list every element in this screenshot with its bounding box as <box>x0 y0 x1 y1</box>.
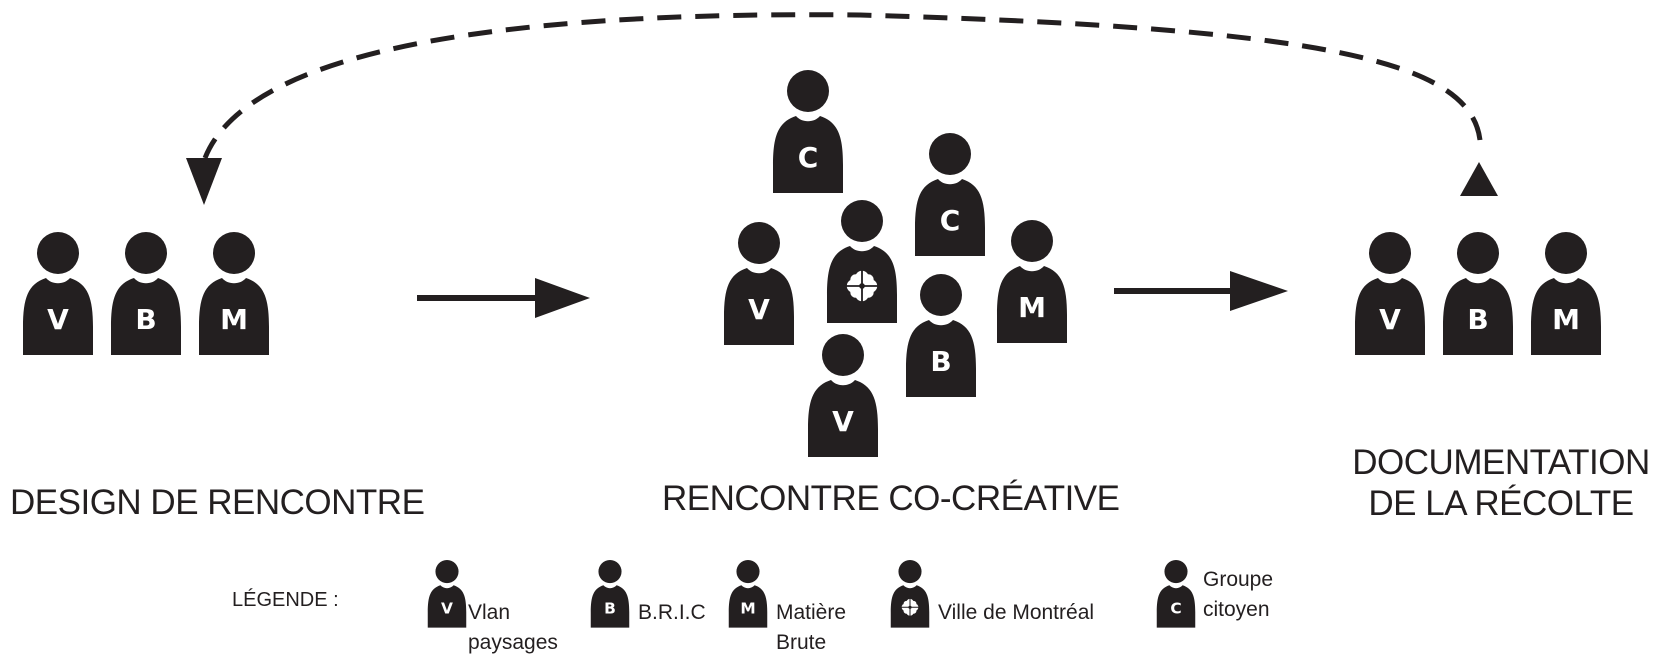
legend-label-matiere-line1: Matière <box>776 601 847 624</box>
legend-person-4 <box>890 560 930 628</box>
person-design-2: B <box>111 232 181 355</box>
person-head <box>1011 220 1053 262</box>
person-body <box>1156 585 1196 628</box>
person-head <box>1369 232 1411 274</box>
legend-label-groupe-line2: citoyen <box>1203 598 1270 622</box>
person-letter: V <box>832 405 854 438</box>
feedback-arrowhead-up <box>1460 162 1498 196</box>
legend-item-vlan: Vlan paysages <box>468 598 558 659</box>
person-body <box>808 380 878 457</box>
person-head <box>125 232 167 274</box>
person-letter: V <box>47 303 69 336</box>
person-rencontre-4 <box>827 200 897 323</box>
legend-title: LÉGENDE : <box>232 589 339 611</box>
person-body <box>111 278 181 355</box>
arrow-rencontre-to-documentation <box>1114 271 1288 311</box>
figures-layer: V B M C C V M B V V B M V B M C <box>23 70 1601 628</box>
person-body <box>915 179 985 256</box>
person-documentation-3: M <box>1531 232 1601 355</box>
person-rencontre-5: M <box>997 220 1067 343</box>
person-body <box>728 585 768 628</box>
stage-title-design: DESIGN DE RENCONTRE <box>10 483 425 522</box>
person-rencontre-6: B <box>906 274 976 397</box>
person-body <box>427 585 467 628</box>
legend-item-matiere: Matière Brute <box>776 598 846 659</box>
person-design-1: V <box>23 232 93 355</box>
person-letter: V <box>441 599 453 617</box>
legend-item-groupe: Groupe citoyen <box>1203 565 1273 626</box>
stage-title-documentation-line2: DE LA RÉCOLTE <box>1368 483 1634 523</box>
legend-label-vlan-line1: Vlan <box>468 601 511 624</box>
person-body <box>1531 278 1601 355</box>
person-rencontre-3: V <box>724 222 794 345</box>
person-head <box>1457 232 1499 274</box>
person-body <box>1355 278 1425 355</box>
person-body <box>590 585 630 628</box>
person-head <box>1164 560 1188 584</box>
person-head <box>736 560 760 584</box>
stage-title-documentation: DOCUMENTATION DE LA RÉCOLTE <box>1338 443 1664 523</box>
stage-title-rencontre: RENCONTRE CO-CRÉATIVE <box>662 479 1120 518</box>
person-letter: C <box>1170 599 1181 617</box>
person-head <box>435 560 459 584</box>
legend-label-ville: Ville de Montréal <box>938 601 1095 624</box>
person-head <box>920 274 962 316</box>
person-body <box>906 320 976 397</box>
person-head <box>598 560 622 584</box>
person-body <box>23 278 93 355</box>
person-head <box>1545 232 1587 274</box>
legend-label-groupe-line1: Groupe <box>1203 568 1274 591</box>
person-rencontre-1: C <box>773 70 843 193</box>
legend-label-vlan-line2: paysages <box>468 631 558 655</box>
person-body <box>1443 278 1513 355</box>
legend-person-1: V <box>427 560 467 628</box>
person-rencontre-2: C <box>915 133 985 256</box>
stage-title-documentation-line1: DOCUMENTATION <box>1352 443 1650 482</box>
person-head <box>929 133 971 175</box>
legend-item-bric: B.R.I.C <box>638 598 706 628</box>
person-letter: V <box>748 293 770 326</box>
legend-item-ville: Ville de Montréal <box>938 598 1094 628</box>
person-letter: V <box>1379 303 1401 336</box>
person-head <box>37 232 79 274</box>
person-body <box>773 116 843 193</box>
legend-person-3: M <box>728 560 768 628</box>
feedback-dashed-arrow <box>202 12 1483 159</box>
legend-person-2: B <box>590 560 630 628</box>
person-design-3: M <box>199 232 269 355</box>
legend-person-5: C <box>1156 560 1196 628</box>
person-letter: B <box>604 599 616 617</box>
person-head <box>898 560 922 584</box>
person-letter: C <box>798 141 819 174</box>
person-letter: M <box>1018 291 1046 324</box>
legend-label-matiere-line2: Brute <box>776 631 827 655</box>
person-letter: M <box>220 303 248 336</box>
person-letter: C <box>940 204 961 237</box>
person-head <box>841 200 883 242</box>
arrow-design-to-rencontre <box>417 278 590 318</box>
person-head <box>738 222 780 264</box>
person-letter: B <box>1467 303 1488 336</box>
feedback-arrowhead-down <box>186 158 222 205</box>
person-documentation-2: B <box>1443 232 1513 355</box>
person-head <box>822 334 864 376</box>
person-documentation-1: V <box>1355 232 1425 355</box>
person-head <box>787 70 829 112</box>
person-letter: M <box>740 599 755 617</box>
person-body <box>199 278 269 355</box>
person-body <box>997 266 1067 343</box>
person-body <box>724 268 794 345</box>
person-rencontre-7: V <box>808 334 878 457</box>
person-letter: B <box>135 303 156 336</box>
person-head <box>213 232 255 274</box>
person-letter: B <box>930 345 951 378</box>
legend-label-bric: B.R.I.C <box>638 601 706 624</box>
person-letter: M <box>1552 303 1580 336</box>
